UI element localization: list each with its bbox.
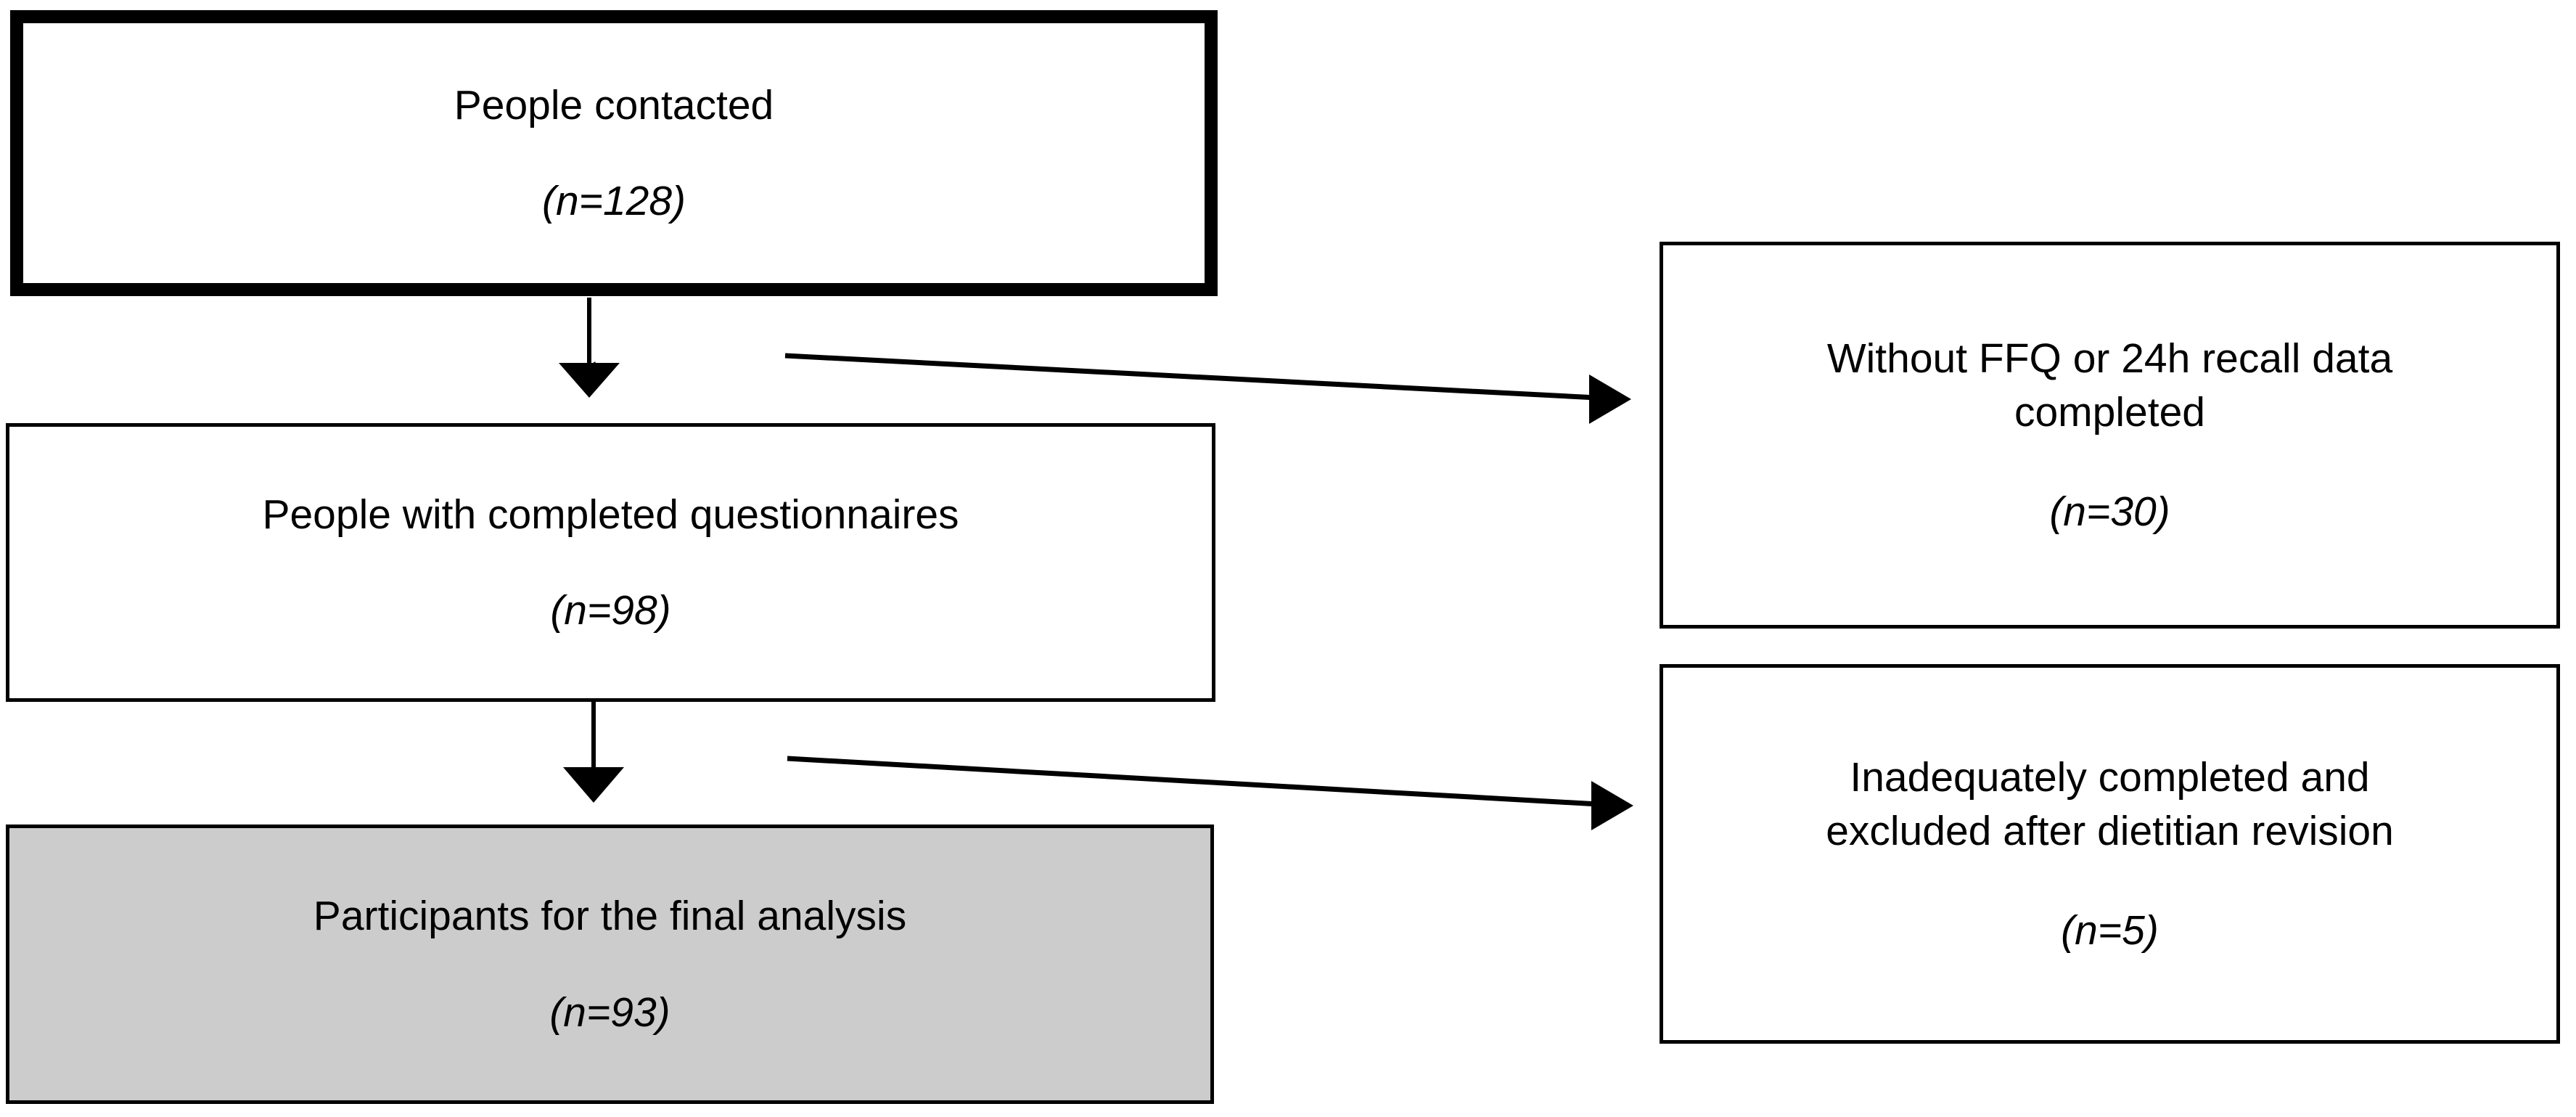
box-inadequately-completed-count: (n=5) <box>2061 907 2159 954</box>
box-final-participants-title: Participants for the final analysis <box>313 893 907 940</box>
box-people-contacted-count: (n=128) <box>541 178 686 224</box>
arrow-contacted-to-without-data <box>784 353 1597 401</box>
box-without-ffq-or-recall-data: Without FFQ or 24h recall data completed… <box>1660 242 2560 629</box>
arrowhead-contacted-to-completed <box>559 363 620 398</box>
box-completed-questionnaires-count: (n=98) <box>550 587 671 634</box>
box-completed-questionnaires-title: People with completed questionnaires <box>262 491 959 538</box>
box-without-ffq-or-recall-data-title: Without FFQ or 24h recall data completed <box>1826 335 2393 436</box>
box-final-participants-count: (n=93) <box>549 989 670 1036</box>
arrowhead-contacted-to-without-data <box>1589 375 1631 424</box>
arrowhead-completed-to-inadequate <box>1591 781 1633 830</box>
box-people-contacted-title: People contacted <box>454 81 774 128</box>
box-final-participants: Participants for the final analysis (n=9… <box>6 825 1214 1104</box>
box-completed-questionnaires: People with completed questionnaires (n=… <box>6 423 1215 702</box>
box-people-contacted: People contacted (n=128) <box>10 10 1218 296</box>
arrow-completed-to-inadequate <box>787 756 1599 807</box>
box-inadequately-completed-title: Inadequately completed and excluded afte… <box>1826 754 2394 855</box>
box-inadequately-completed: Inadequately completed and excluded afte… <box>1660 664 2560 1044</box>
arrowhead-completed-to-final <box>563 767 624 803</box>
box-without-ffq-or-recall-data-count: (n=30) <box>2049 488 2170 535</box>
